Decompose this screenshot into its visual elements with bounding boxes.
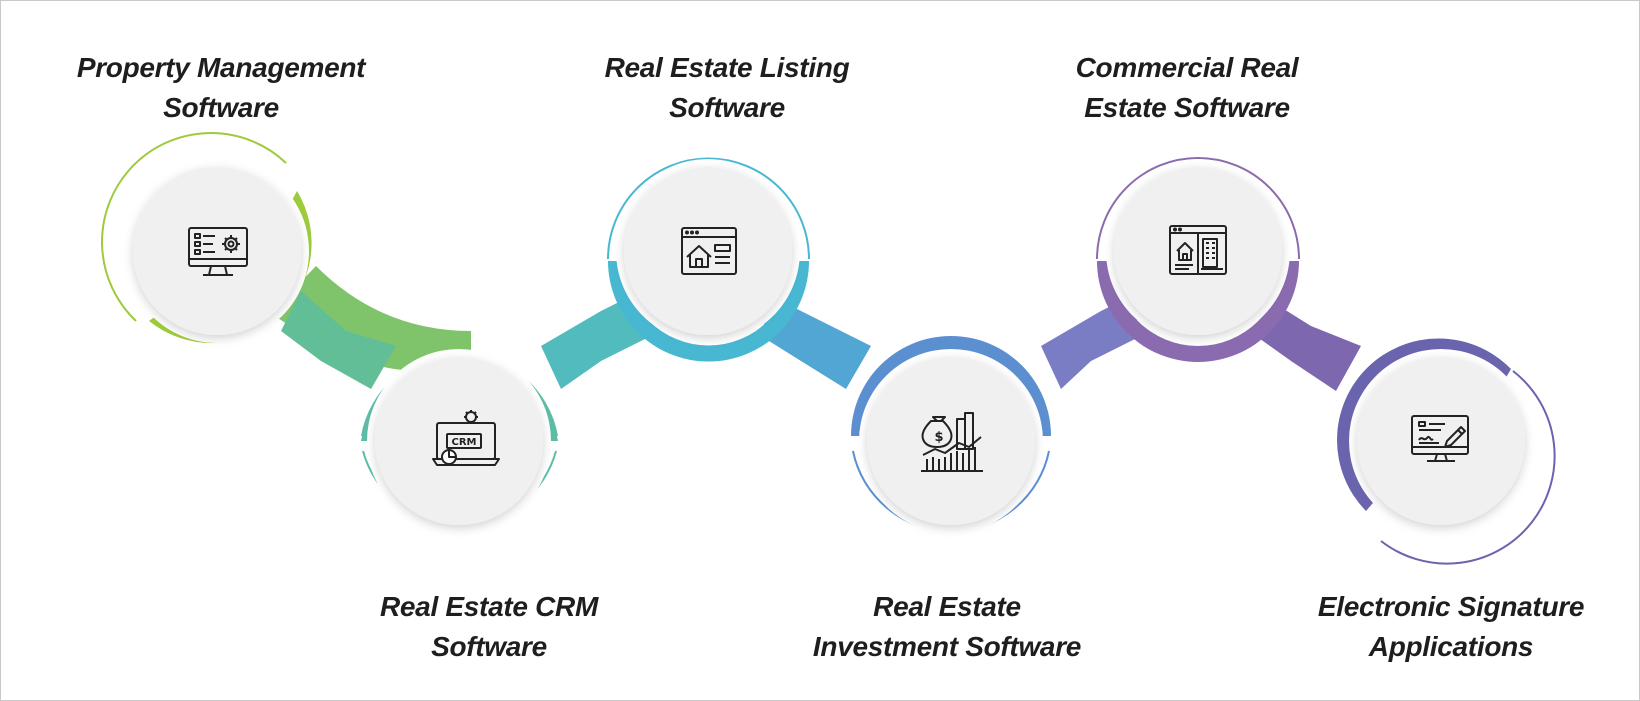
svg-text:$: $ (934, 430, 943, 445)
step-6-title-line1: Electronic Signature (1317, 591, 1585, 622)
step-6-label: Electronic Signature Applications (1281, 587, 1621, 667)
step-5-outer-arc (1096, 157, 1300, 260)
step-6-title-line2: Applications (1368, 631, 1534, 662)
step-node-6 (1337, 338, 1556, 565)
step-3-title-line1: Real Estate Listing (604, 52, 850, 83)
step-5-thick-arc (1097, 261, 1299, 362)
step-node-2 (361, 349, 558, 533)
step-node-3 (607, 157, 810, 362)
connector-5-6-band (1256, 301, 1361, 391)
step-node-1 (101, 132, 312, 344)
step-4-thick-arc (851, 336, 1051, 436)
step-6-outer-arc (1380, 370, 1556, 565)
step-1-outer-arc (101, 132, 287, 322)
connector-1-2-band (281, 291, 396, 389)
step-3-disc (624, 167, 792, 335)
step-3-thick-arc (607, 261, 809, 362)
step-5-title-line2: Estate Software (1084, 92, 1290, 123)
step-5-label: Commercial Real Estate Software (1017, 48, 1357, 128)
step-4-title-line2: Investment Software (812, 631, 1082, 662)
step-4-label: Real Estate Investment Software (777, 587, 1117, 667)
step-3-outer-arc (607, 157, 810, 260)
connector-1-2 (271, 266, 471, 371)
svg-text:CRM: CRM (452, 437, 477, 448)
step-2-title-line1: Real Estate CRM (379, 591, 598, 622)
step-4-title-line1: Real Estate (873, 591, 1021, 622)
step-2-title-line2: Software (431, 631, 547, 662)
house-listing-browser-icon (681, 227, 737, 275)
step-5-title-line1: Commercial Real (1075, 52, 1299, 83)
step-2-label: Real Estate CRM Software (319, 587, 659, 667)
step-3-label: Real Estate Listing Software (557, 48, 897, 128)
step-1-title-line2: Software (163, 92, 279, 123)
step-1-label: Property Management Software (51, 48, 391, 128)
crm-laptop-icon: CRM (432, 410, 500, 466)
signature-monitor-icon (1411, 415, 1469, 462)
step-3-title-line2: Software (669, 92, 785, 123)
step-2-disc (375, 357, 543, 525)
step-1-disc (133, 167, 301, 335)
investment-chart-icon: $ (921, 412, 983, 472)
commercial-building-browser-icon (1169, 225, 1227, 275)
connector-2-3-band (541, 291, 651, 389)
step-6-disc (1357, 357, 1525, 525)
step-1-title-line1: Property Management (76, 52, 366, 83)
monitor-settings-icon (188, 227, 248, 276)
